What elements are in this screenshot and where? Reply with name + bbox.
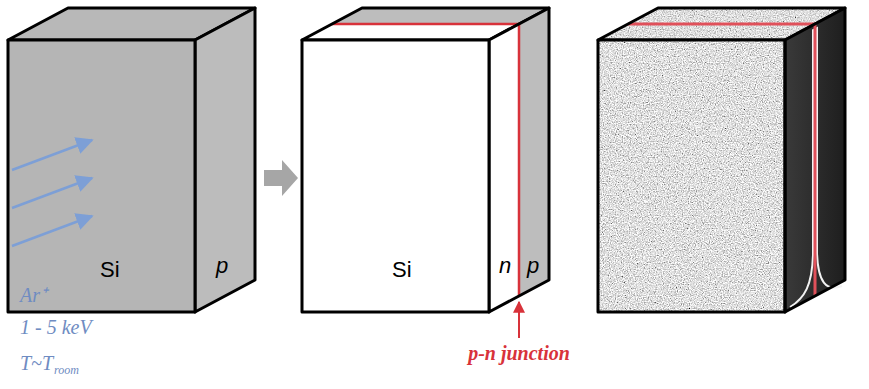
doping-label: n — [499, 254, 511, 278]
doping-label: p — [216, 254, 228, 278]
junction-block — [302, 8, 549, 312]
energy-label: 1 - 5 keV — [20, 316, 92, 338]
ion-beam-arrows — [12, 140, 92, 246]
material-label: Si — [100, 258, 120, 282]
temperature-label: T~T — [20, 352, 53, 374]
junction-label: p-n junction — [468, 342, 570, 364]
temperature-subscript: room — [54, 364, 79, 377]
micrograph-block — [598, 8, 848, 312]
process-arrow — [264, 160, 298, 196]
junction-pointer — [518, 302, 520, 338]
ion-label: Ar⁺ — [20, 284, 47, 306]
silicon-block — [8, 8, 255, 312]
material-label: Si — [392, 258, 412, 282]
doping-label: p — [527, 254, 539, 278]
